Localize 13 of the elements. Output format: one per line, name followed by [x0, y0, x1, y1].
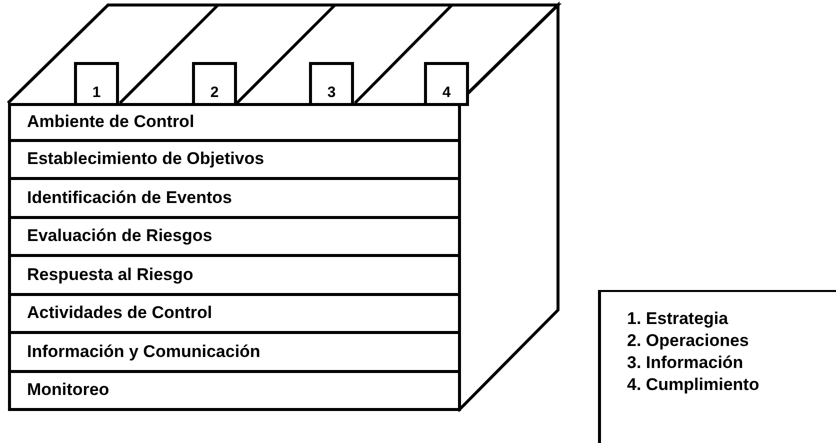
list-box	[598, 290, 836, 443]
component-row: Información y Comunicación	[8, 331, 461, 372]
number-box: 2	[192, 62, 237, 106]
list-item: 1. Estrategia	[627, 308, 730, 330]
list-item: 4. Cumplimiento	[627, 374, 760, 396]
list-item: 3. Información	[627, 352, 744, 374]
number-box: 4	[424, 62, 469, 106]
list-item: 2. Operaciones	[627, 330, 750, 352]
component-row: Respuesta al Riesgo	[8, 254, 461, 296]
component-row: Ambiente de Control	[8, 103, 461, 142]
component-row: Identificación de Eventos	[8, 177, 461, 218]
number-box: 1	[74, 62, 119, 106]
number-box: 3	[309, 62, 354, 106]
